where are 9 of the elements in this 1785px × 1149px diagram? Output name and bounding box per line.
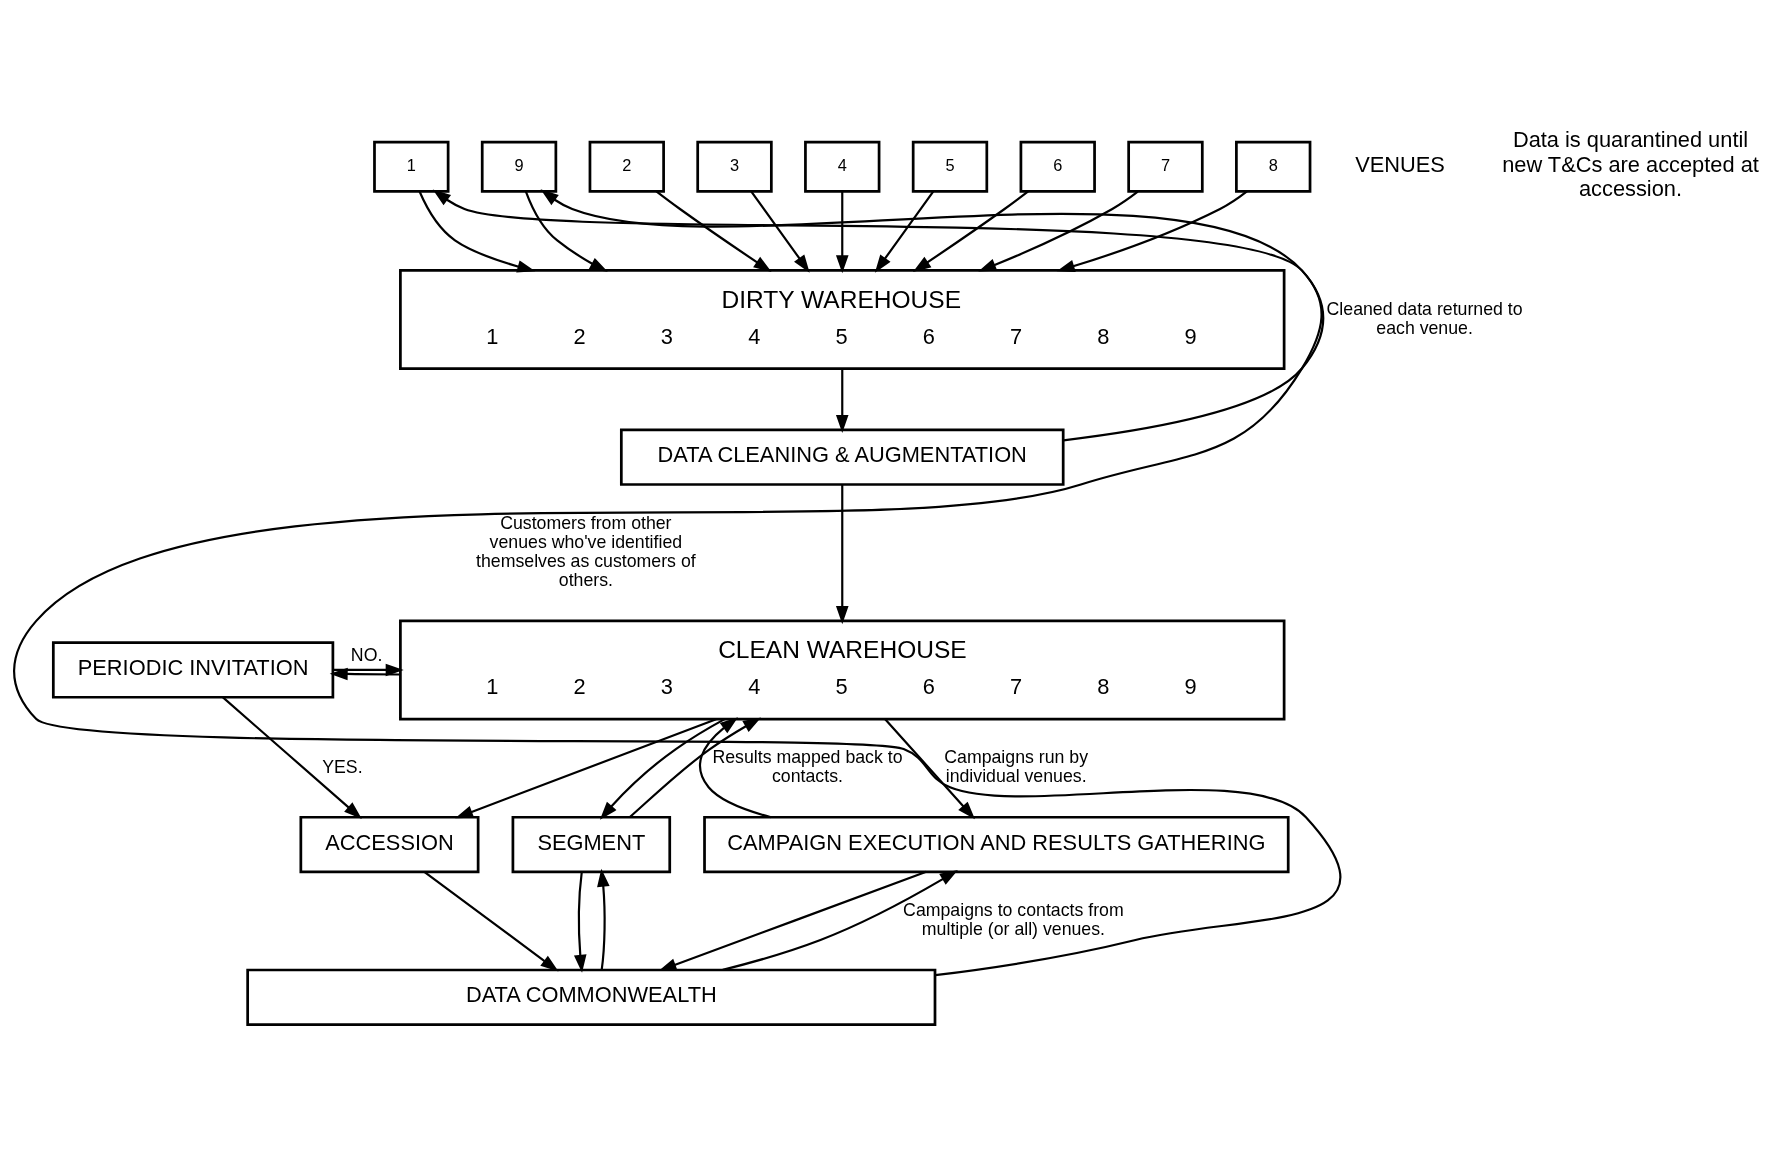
edge-label: Cleaned data returned to each venue. <box>1326 298 1523 338</box>
edge-label: Results mapped back to contacts. <box>712 747 903 787</box>
label: VENUES <box>1355 151 1445 177</box>
edge-label: YES. <box>322 756 363 777</box>
edge-label: Campaigns to contacts from multiple (or all) venues. <box>903 899 1124 940</box>
edge-label: Customers from other venues who've identified themselves as customers of others. <box>476 512 696 590</box>
edge-label: Campaigns run by individual venues. <box>944 747 1089 787</box>
label: Data is quarantined until new T&Cs are accepted at accession. <box>1502 127 1759 202</box>
edge-label: NO. <box>350 644 383 665</box>
